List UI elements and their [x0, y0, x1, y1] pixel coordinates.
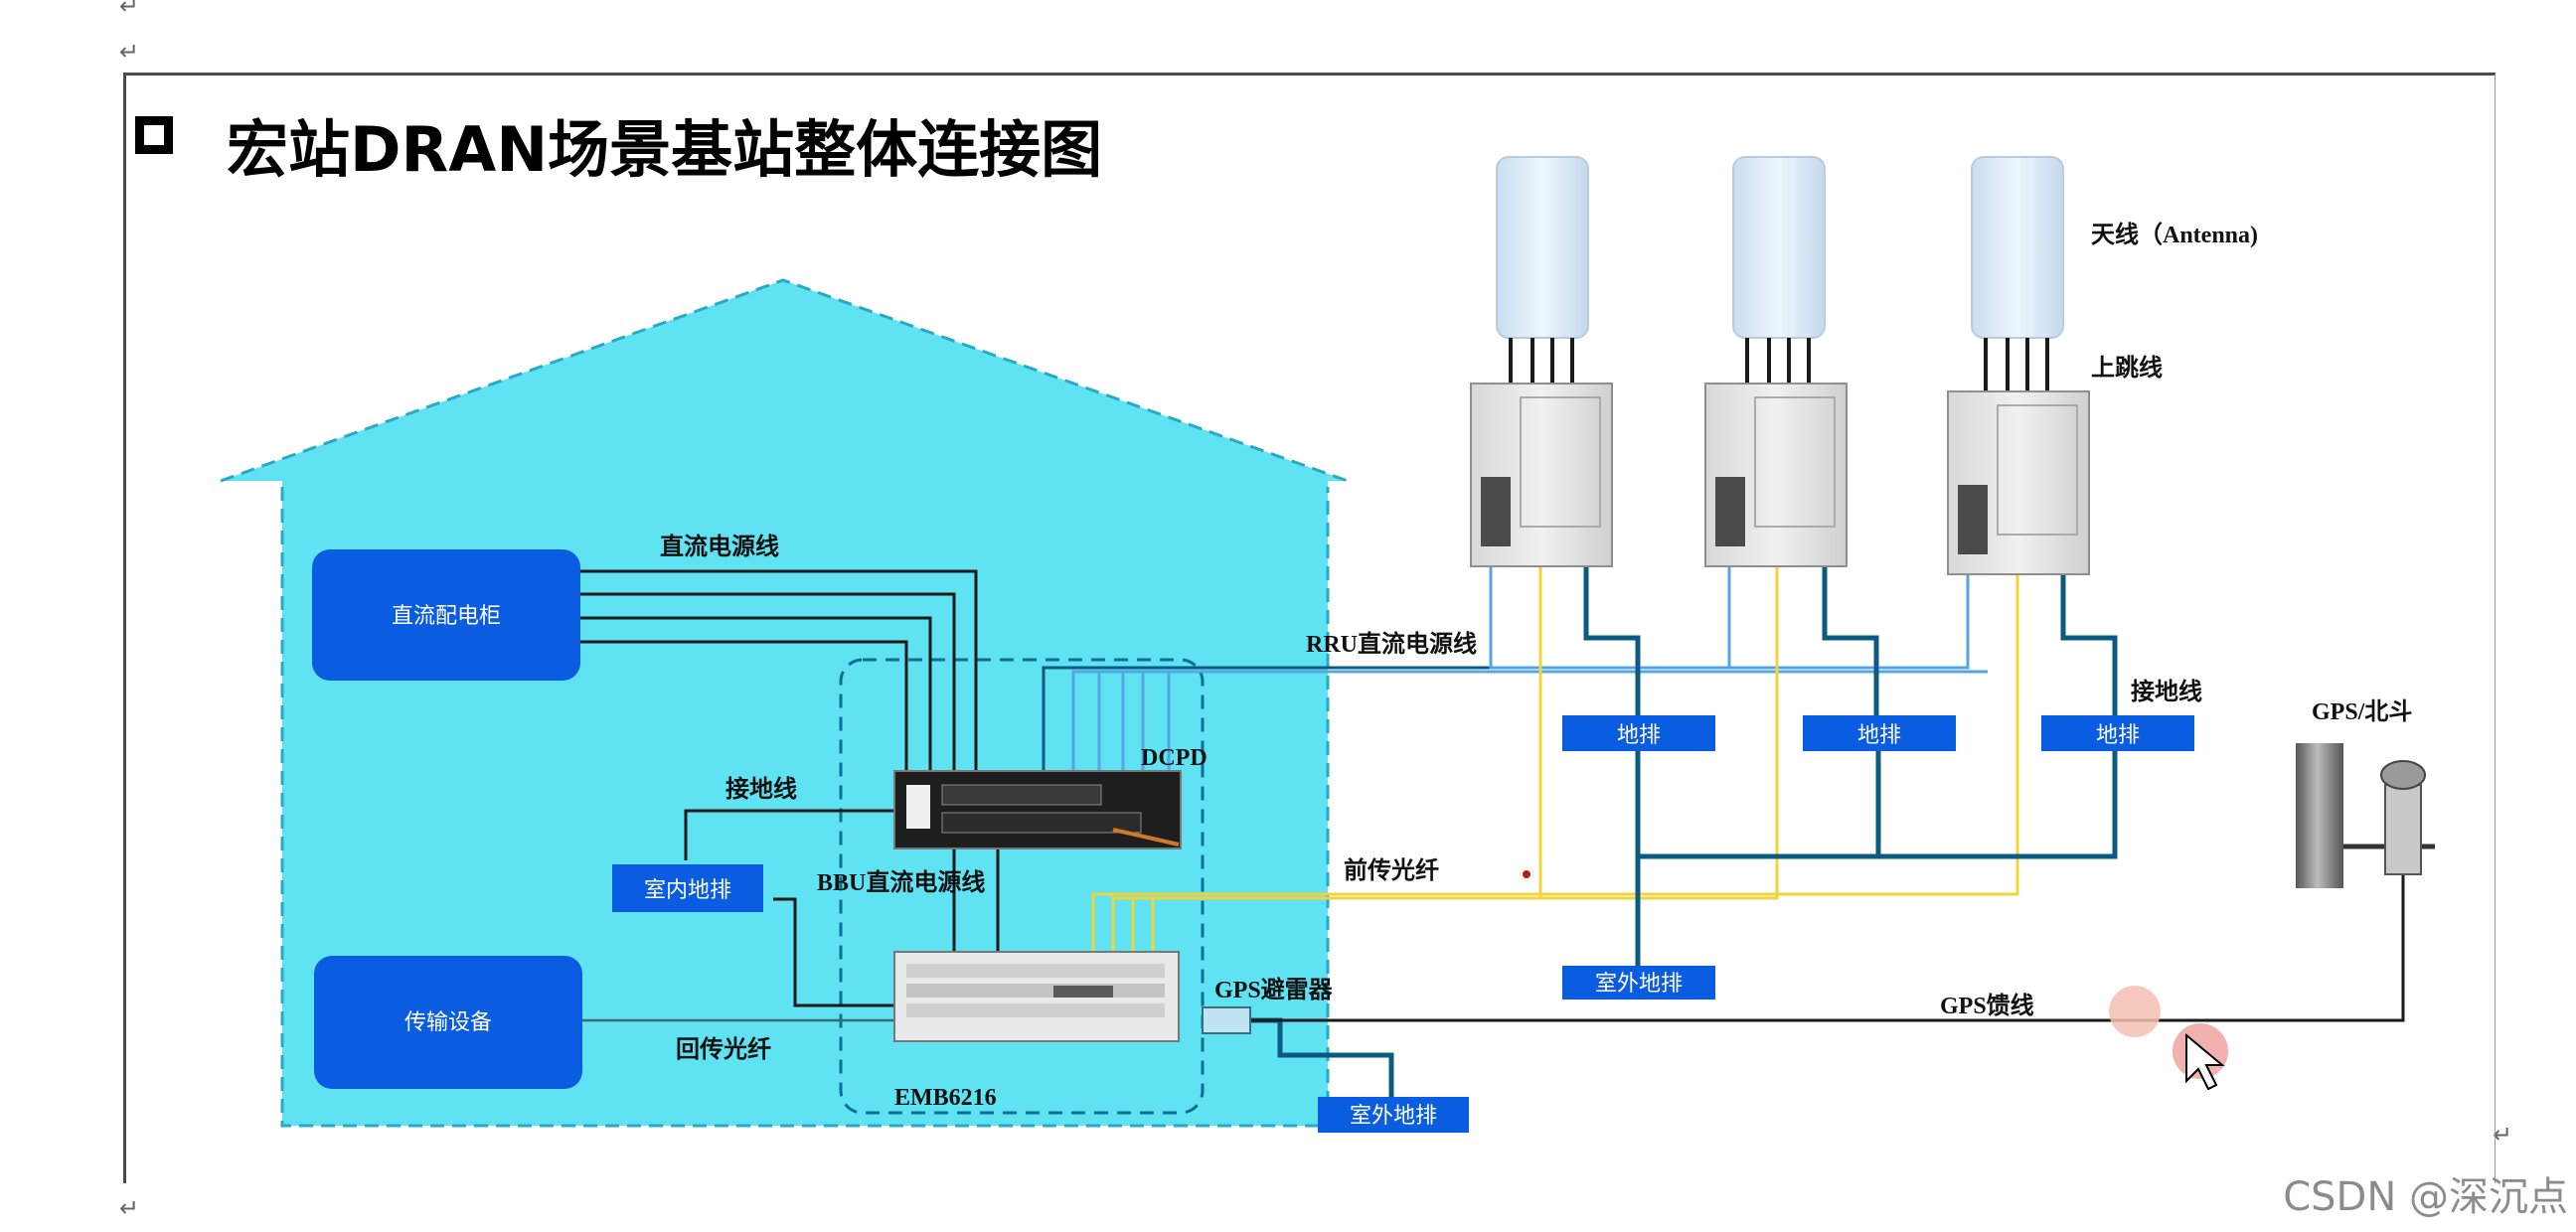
ground-wire-left-label: 接地线: [725, 776, 797, 803]
ground-bar-2: 地排: [1803, 715, 1956, 751]
dc-cabinet-label: 直流配电柜: [392, 604, 501, 629]
bbu-power-lines: [952, 849, 1000, 954]
return-mark-upper: ↵: [119, 38, 140, 66]
dc-power-lines: [580, 569, 978, 775]
emb6216-cabinet-outline: [839, 658, 1205, 1115]
rru-ground-wires: [1250, 566, 2118, 1111]
ground-bar-2-label: 地排: [1857, 723, 1901, 748]
gps-feeder-label: GPS馈线: [1940, 993, 2034, 1019]
ground-bar-3-label: 地排: [2096, 723, 2140, 748]
rru-2: [1704, 383, 1848, 567]
house-dashed-walls: [280, 487, 1330, 1128]
outdoor-ground-bar-2: 室外地排: [1318, 1097, 1469, 1133]
return-mark-bottom: ↵: [119, 1194, 140, 1222]
return-mark-top: ↵: [119, 0, 140, 20]
cursor-highlight-1: [2109, 986, 2161, 1037]
transport-label: 传输设备: [404, 1010, 492, 1035]
dc-cabinet-box: 直流配电柜: [312, 549, 580, 681]
fronthaul-fiber-lines: [1091, 566, 2019, 962]
outdoor-ground-1-label: 室外地排: [1595, 972, 1683, 997]
ground-wire-right-label: 接地线: [2131, 679, 2202, 705]
cursor-arrow-icon: [2185, 1032, 2225, 1091]
rru-power-lines: [1042, 566, 1988, 775]
dcpd-label: DCPD: [1141, 745, 1208, 771]
gps-arrester-device: [1202, 1006, 1251, 1034]
outdoor-ground-2-label: 室外地排: [1350, 1104, 1437, 1129]
ground-bar-3: 地排: [2041, 715, 2194, 751]
outdoor-ground-bar-1: 室外地排: [1562, 966, 1715, 1000]
antenna-2: [1732, 156, 1826, 339]
fronthaul-fiber-label: 前传光纤: [1344, 856, 1439, 884]
antenna-3: [1971, 156, 2064, 339]
bbu-unit: [893, 951, 1180, 1042]
jumper-label: 上跳线: [2091, 355, 2163, 382]
backhaul-fiber-label: 回传光纤: [676, 1035, 771, 1063]
rru-1: [1470, 383, 1613, 567]
indoor-ground-bar: 室内地排: [612, 864, 763, 912]
antenna-1: [1496, 156, 1589, 339]
transport-equipment-box: 传输设备: [314, 956, 582, 1089]
gps-beidou-label: GPS/北斗: [2312, 698, 2412, 725]
rru-dc-power-label: RRU直流电源线: [1306, 631, 1477, 658]
antenna-group: [1496, 156, 2064, 339]
dcpd-unit: [893, 770, 1182, 849]
house-dashed-outline: [220, 278, 1349, 483]
dc-power-line-label: 直流电源线: [660, 534, 779, 560]
red-dot: [1523, 870, 1530, 878]
slide-frame: [123, 73, 2496, 1183]
gps-feeder-line: [1250, 874, 2405, 1022]
jumper-cables: [1509, 338, 2049, 393]
gps-arrester-label: GPS避雷器: [1214, 976, 1334, 1003]
bbu-dc-power-label: BBU直流电源线: [817, 869, 985, 896]
watermark: CSDN @深沉点: [2283, 1174, 2568, 1220]
return-mark-right: ↵: [2493, 1121, 2513, 1149]
emb6216-label: EMB6216: [894, 1085, 997, 1111]
ground-bar-1-label: 地排: [1617, 723, 1661, 748]
gps-antenna-assembly: [2296, 743, 2435, 888]
antenna-label: 天线（Antenna): [2091, 222, 2258, 248]
equipment-room-house: [221, 280, 1348, 1126]
page-title: 宏站DRAN场景基站整体连接图: [227, 113, 1103, 186]
ground-bar-1: 地排: [1562, 715, 1715, 751]
ground-wires-indoor: [684, 809, 900, 1007]
indoor-ground-label: 室内地排: [644, 878, 731, 903]
title-bullet-icon: [135, 116, 173, 154]
rru-3: [1947, 390, 2090, 575]
